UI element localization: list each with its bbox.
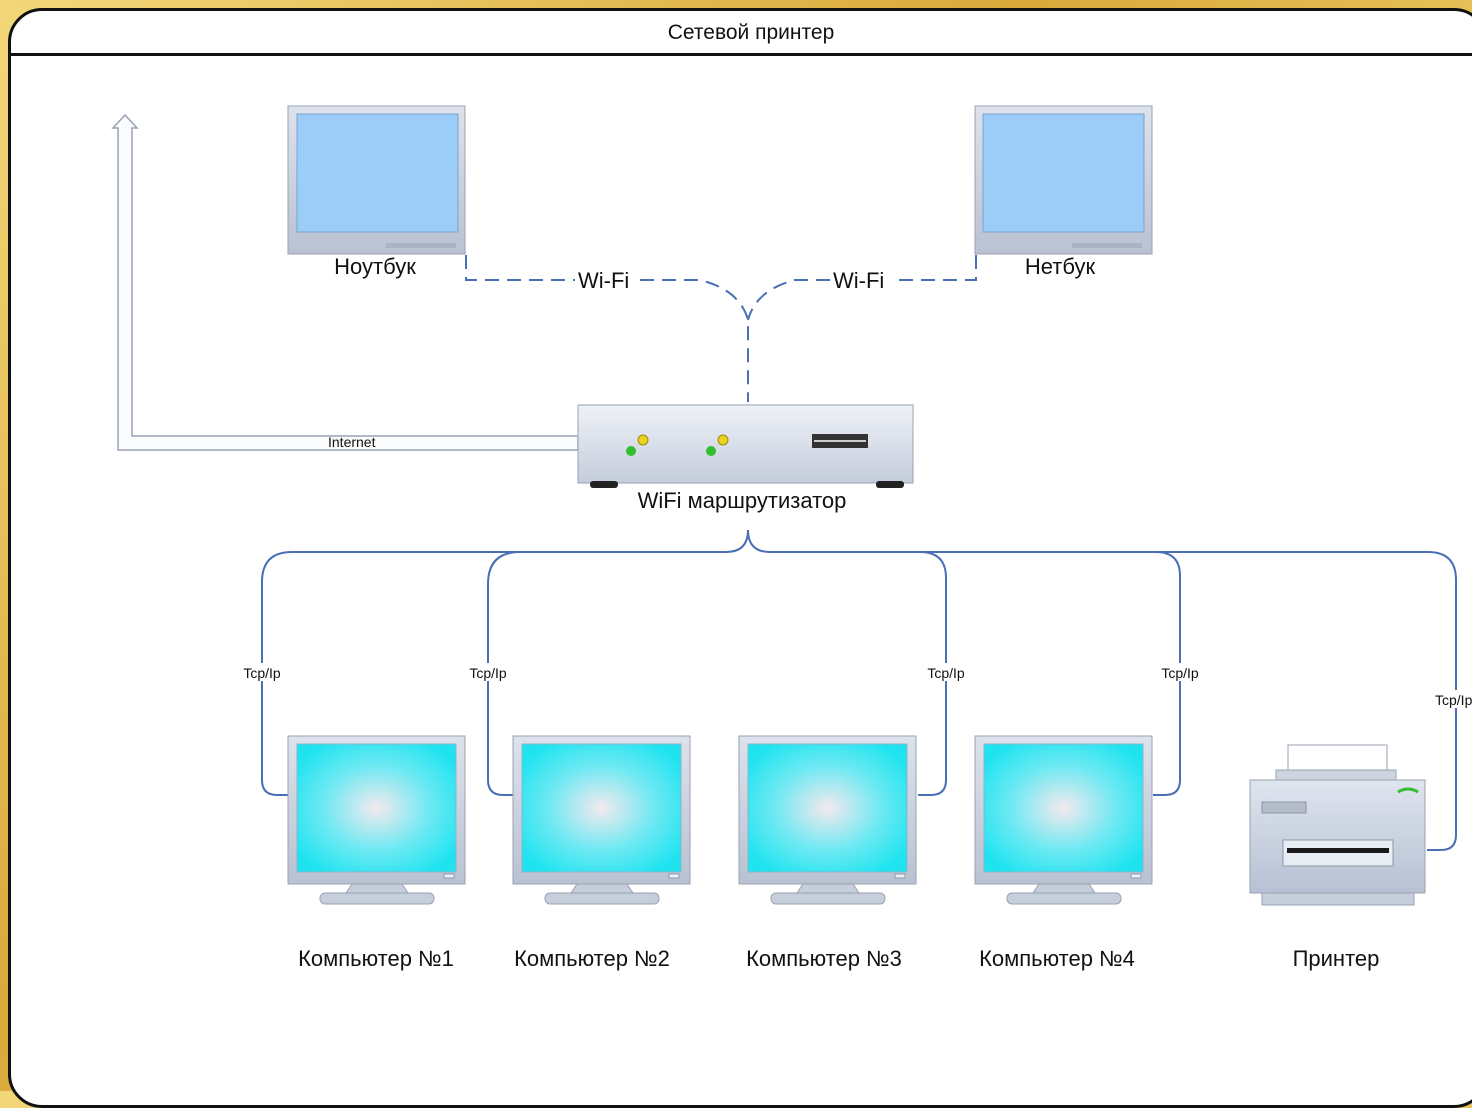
printer-label: Принтер: [1293, 946, 1380, 971]
monitor-neck: [796, 883, 860, 894]
router-port-slot: [814, 440, 866, 442]
tcp-labels: Tcp/Ip Tcp/Ip Tcp/Ip Tcp/Ip Tcp/Ip: [238, 663, 1472, 708]
laptop-label: Ноутбук: [334, 254, 416, 279]
printer-body: [1249, 779, 1426, 894]
router-foot-left: [590, 481, 618, 488]
wifi-links: [465, 255, 977, 402]
monitor-neck: [570, 883, 634, 894]
router-led-icon: [637, 434, 649, 446]
router-led-icon: [706, 446, 716, 456]
monitor-button: [894, 873, 906, 879]
tcp-label-bg: [238, 663, 286, 681]
wifi-label-left: Wi-Fi: [578, 268, 629, 293]
netbook-device[interactable]: [974, 105, 1153, 255]
monitor-screen: [521, 743, 682, 873]
internet-arrow-icon: [111, 113, 579, 451]
title-bar: Сетевой принтер: [11, 11, 1472, 56]
printer-output-gap: [1287, 848, 1389, 853]
wifi-link-laptop-a: [465, 255, 575, 281]
tcp-label-bg: [1434, 690, 1472, 708]
monitor-screen: [296, 743, 457, 873]
netbook-label: Нетбук: [1025, 254, 1096, 279]
computer-4-label: Компьютер №4: [979, 946, 1135, 971]
netbook-screen: [982, 113, 1145, 233]
monitor-stand: [544, 892, 660, 905]
laptop-vent: [386, 243, 456, 248]
wire-pc3: [747, 529, 947, 796]
netbook-vent: [1072, 243, 1142, 248]
tcp-label-pc3: Tcp/Ip: [927, 665, 965, 681]
printer-base: [1261, 892, 1415, 906]
tcp-label-bg: [922, 663, 970, 681]
computer-4-device[interactable]: [974, 735, 1153, 905]
printer-panel: [1261, 801, 1307, 814]
monitor-stand: [319, 892, 435, 905]
router-label: WiFi маршрутизатор: [638, 488, 847, 513]
wifi-label-right: Wi-Fi: [833, 268, 884, 293]
computer-2-label: Компьютер №2: [514, 946, 670, 971]
monitor-screen: [983, 743, 1144, 873]
tcp-label-bg: [464, 663, 512, 681]
wifi-link-laptop-b: [640, 279, 749, 402]
internet-link: Internet: [111, 113, 579, 451]
computer-2-device[interactable]: [512, 735, 691, 905]
wire-pc2: [487, 551, 726, 796]
tcp-label-pc1: Tcp/Ip: [243, 665, 281, 681]
monitor-screen: [747, 743, 908, 873]
printer-device[interactable]: [1249, 744, 1426, 906]
tcp-label-bg: [1156, 663, 1204, 681]
router-foot-right: [876, 481, 904, 488]
laptop-screen: [296, 113, 459, 233]
monitor-neck: [345, 883, 409, 894]
tcp-label-pc2: Tcp/Ip: [469, 665, 507, 681]
computer-3-device[interactable]: [738, 735, 917, 905]
wifi-link-netbook-a: [896, 255, 977, 281]
printer-led-icon: [1397, 787, 1419, 794]
computer-3-label: Компьютер №3: [746, 946, 902, 971]
router-device[interactable]: [577, 404, 914, 488]
internet-label: Internet: [328, 434, 376, 450]
laptop-device[interactable]: [287, 105, 466, 255]
diagram-frame: Сетевой принтер: [8, 8, 1472, 1108]
monitor-button: [668, 873, 680, 879]
tcp-label-printer: Tcp/Ip: [1435, 692, 1472, 708]
monitor-stand: [1006, 892, 1122, 905]
wire-pc1: [261, 529, 749, 796]
wifi-link-netbook-b: [747, 279, 830, 321]
router-led-icon: [717, 434, 729, 446]
monitor-neck: [1032, 883, 1096, 894]
monitor-stand: [770, 892, 886, 905]
router-led-icon: [626, 446, 636, 456]
computer-1-label: Компьютер №1: [298, 946, 454, 971]
tcp-label-pc4: Tcp/Ip: [1161, 665, 1199, 681]
monitor-button: [1130, 873, 1142, 879]
computer-1-device[interactable]: [287, 735, 466, 905]
diagram-title: Сетевой принтер: [667, 21, 835, 44]
monitor-button: [443, 873, 455, 879]
